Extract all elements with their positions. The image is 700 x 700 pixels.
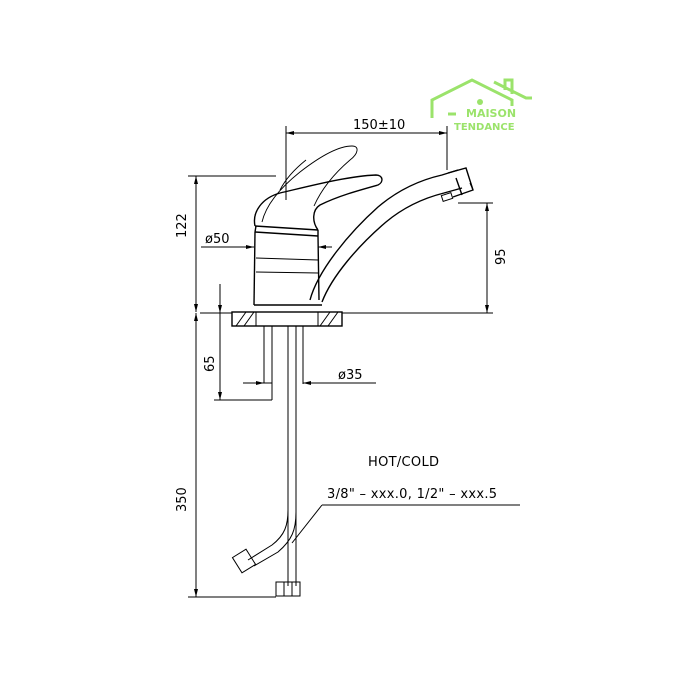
base-plate (200, 311, 352, 327)
spout (309, 167, 474, 303)
maison-tendance-logo: MAISON TENDANCE (430, 78, 532, 133)
dimension-label-thread-diameter: ø35 (338, 368, 363, 383)
dimension-label-spout-height: 95 (494, 248, 509, 265)
dimension-label-hose-length: 350 (175, 487, 190, 512)
dimension-hose-length: 350 (175, 313, 276, 598)
supply-hoses (231, 326, 304, 597)
lever-handle (253, 145, 383, 231)
connection-note: HOT/COLD 3/8" – xxx.0, 1/2" – xxx.5 (291, 455, 520, 544)
note-hot-cold: HOT/COLD (368, 455, 439, 470)
dimension-label-spout-reach: 150±10 (353, 118, 405, 133)
note-connection-sizes: 3/8" – xxx.0, 1/2" – xxx.5 (327, 487, 497, 502)
dimension-label-total-height: 122 (175, 213, 190, 238)
dimension-total-height: 122 (175, 175, 276, 312)
dimension-spout-height: 95 (352, 202, 509, 314)
logo-text-maison: MAISON (466, 107, 516, 120)
dimension-body-diameter: ø50 (201, 232, 332, 249)
dimension-spout-reach: 150±10 (285, 118, 448, 200)
logo-text-tendance: TENDANCE (454, 122, 515, 133)
dimension-label-body-diameter: ø50 (205, 232, 230, 247)
dimension-label-thread-length: 65 (203, 355, 218, 372)
dimension-thread-length: 65 (203, 284, 272, 401)
dimension-thread-diameter: ø35 (243, 368, 376, 385)
mounting-rod (263, 326, 273, 400)
